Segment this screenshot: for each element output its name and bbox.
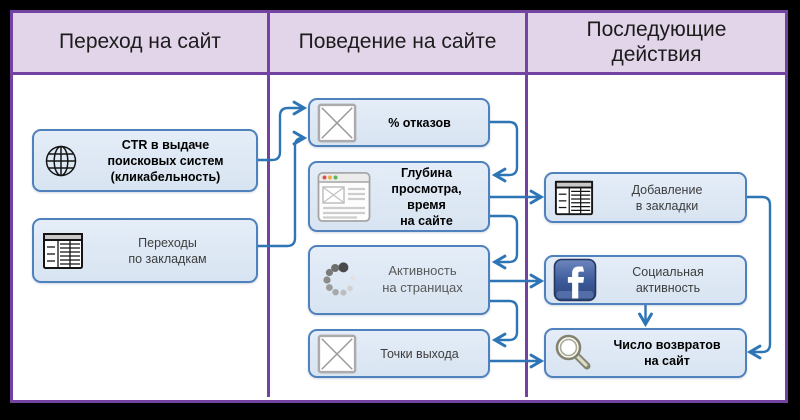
globe-icon bbox=[45, 145, 77, 176]
column-header-followup-actions: Последующие действия bbox=[586, 18, 727, 66]
image-placeholder-icon bbox=[317, 334, 357, 373]
node-site-returns: Число возвратов на сайт bbox=[544, 328, 747, 378]
node-bounce-rate: % отказов bbox=[308, 98, 490, 147]
node-exit-points: Точки выхода bbox=[308, 329, 490, 378]
column-header-site-entry: Переход на сайт bbox=[13, 13, 270, 72]
magnifier-icon bbox=[555, 334, 591, 370]
node-label: Социальная активность bbox=[632, 265, 704, 295]
column-header-site-behavior: Поведение на сайте bbox=[270, 13, 528, 72]
table-header-row: Переход на сайт Поведение на сайте После… bbox=[13, 13, 785, 75]
loading-dots-icon bbox=[323, 262, 356, 296]
node-social-activity: Социальная активность bbox=[544, 255, 747, 305]
browser-window-icon bbox=[317, 171, 371, 222]
node-label: Активность на страницах bbox=[382, 263, 463, 295]
node-label: Глубина просмотра, время на сайте bbox=[391, 165, 462, 228]
node-label: Число возвратов на сайт bbox=[613, 338, 721, 368]
node-label: CTR в выдаче поисковых систем (кликабель… bbox=[107, 137, 224, 184]
table-icon bbox=[43, 232, 83, 269]
node-ctr-search-results: CTR в выдаче поисковых систем (кликабель… bbox=[32, 129, 258, 192]
node-view-depth-time: Глубина просмотра, время на сайте bbox=[308, 161, 490, 232]
table-icon bbox=[554, 180, 594, 215]
node-label: Добавление в закладки bbox=[631, 182, 703, 213]
facebook-icon bbox=[553, 258, 597, 302]
node-bookmark-visits: Переходы по закладкам bbox=[32, 218, 258, 283]
node-label: Переходы по закладкам bbox=[128, 235, 207, 266]
column-divider bbox=[525, 75, 528, 397]
node-label: % отказов bbox=[388, 115, 451, 130]
node-page-activity: Активность на страницах bbox=[308, 245, 490, 315]
node-add-bookmarks: Добавление в закладки bbox=[544, 172, 747, 223]
node-label: Точки выхода bbox=[380, 346, 459, 361]
image-placeholder-icon bbox=[317, 103, 357, 142]
column-divider bbox=[267, 75, 270, 397]
